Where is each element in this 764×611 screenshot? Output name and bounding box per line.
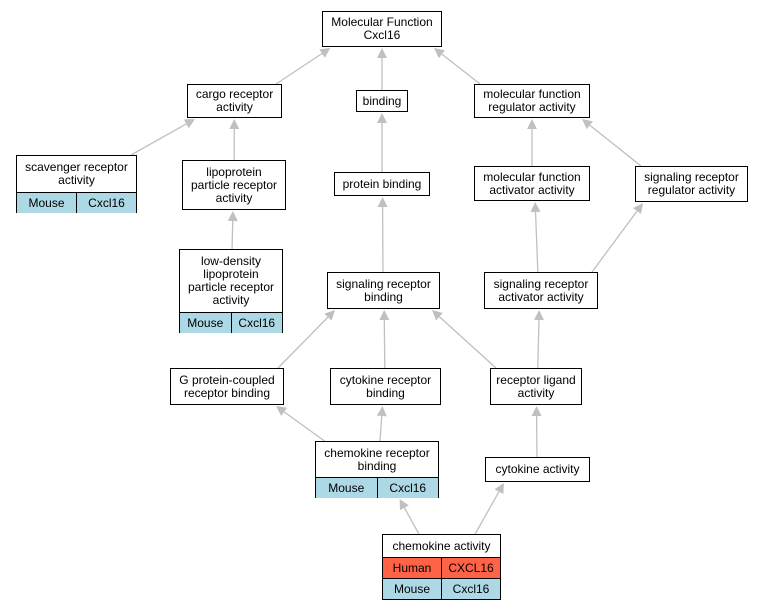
edge-cargo_receptor-to-molecular_function [275, 52, 323, 85]
arrowhead-ldl_receptor-to-lipoprotein_receptor [227, 211, 238, 222]
gene-table: Mouse Cxcl16 [316, 477, 438, 498]
edge-chemokine_receptor_binding-to-cytokine_receptor_binding [379, 415, 383, 442]
arrowhead-cargo_receptor-to-molecular_function [319, 48, 331, 58]
edge-signaling_regulator-to-mf_regulator [589, 124, 642, 167]
arrowhead-signaling_binding-to-protein_binding [377, 197, 388, 208]
node-label: chemokine activity [392, 538, 491, 553]
edge-receptor_ligand-to-signaling_activator [537, 319, 540, 369]
edge-chemokine_receptor_binding-to-gpcr_binding [283, 411, 325, 442]
gene-table: Human CXCL16 Mouse Cxcl16 [383, 557, 500, 599]
node-label: cytokine activity [495, 462, 580, 476]
arrowhead-gpcr_binding-to-signaling_binding [324, 310, 335, 321]
node-protein-binding: protein binding [334, 172, 430, 196]
edge-signaling_activator-to-mf_activator [534, 211, 539, 273]
arrowhead-signaling_activator-to-signaling_regulator [633, 203, 643, 215]
node-binding: binding [356, 90, 408, 112]
arrowhead-binding-to-molecular_function [377, 48, 387, 58]
arrowhead-lipoprotein_receptor-to-cargo_receptor [229, 119, 240, 130]
edge-chemokine_activity-to-cytokine_activity [474, 491, 500, 535]
gene-cell: Cxcl16 [441, 578, 500, 599]
gene-cell: CXCL16 [441, 557, 500, 579]
species-cell: Mouse [180, 312, 231, 333]
arrowhead-cytokine_receptor_binding-to-signaling_binding [379, 310, 390, 321]
gene-table: Mouse Cxcl16 [17, 192, 136, 213]
edge-ldl_receptor-to-lipoprotein_receptor [231, 220, 234, 250]
arrowhead-cytokine_activity-to-receptor_ligand [531, 406, 542, 417]
species-cell: Mouse [316, 477, 377, 498]
gene-table: Mouse Cxcl16 [180, 312, 282, 333]
edge-scavenger_receptor-to-cargo_receptor [130, 123, 187, 156]
arrowhead-signaling_regulator-to-mf_regulator [582, 119, 593, 130]
arrowhead-mf_regulator-to-molecular_function [434, 48, 445, 59]
arrowhead-chemokine_activity-to-cytokine_activity [494, 483, 504, 495]
edge-receptor_ligand-to-signaling_binding [438, 316, 497, 369]
species-cell: Mouse [383, 578, 442, 599]
edge-signaling_activator-to-signaling_regulator [591, 210, 638, 273]
edge-mf_regulator-to-molecular_function [441, 53, 481, 85]
gene-cell: Cxcl16 [76, 192, 136, 213]
species-cell: Human [383, 557, 442, 579]
arrowhead-scavenger_receptor-to-cargo_receptor [183, 119, 195, 129]
edge-gpcr_binding-to-signaling_binding [277, 316, 329, 369]
arrowhead-mf_activator-to-mf_regulator [527, 119, 537, 129]
gene-cell: Cxcl16 [376, 477, 438, 498]
arrowhead-chemokine_receptor_binding-to-gpcr_binding [276, 406, 288, 416]
arrowhead-signaling_activator-to-mf_activator [530, 202, 541, 213]
edge-chemokine_activity-to-chemokine_receptor_binding [403, 507, 420, 535]
arrowhead-protein_binding-to-binding [377, 113, 387, 123]
species-cell: Mouse [17, 192, 77, 213]
node-label: protein binding [342, 176, 422, 191]
arrowhead-receptor_ligand-to-signaling_activator [533, 310, 544, 321]
arrowhead-chemokine_activity-to-chemokine_receptor_binding [399, 499, 409, 511]
node-label: binding [362, 93, 402, 108]
arrowhead-receptor_ligand-to-signaling_binding [432, 310, 443, 321]
gene-cell: Cxcl16 [230, 312, 282, 333]
node-chemokine-activity: chemokine activity Human CXCL16 Mouse Cx… [382, 534, 501, 600]
arrowhead-chemokine_receptor_binding-to-cytokine_receptor_binding [376, 406, 387, 417]
node-cytokine-activity: cytokine activity [485, 457, 590, 482]
